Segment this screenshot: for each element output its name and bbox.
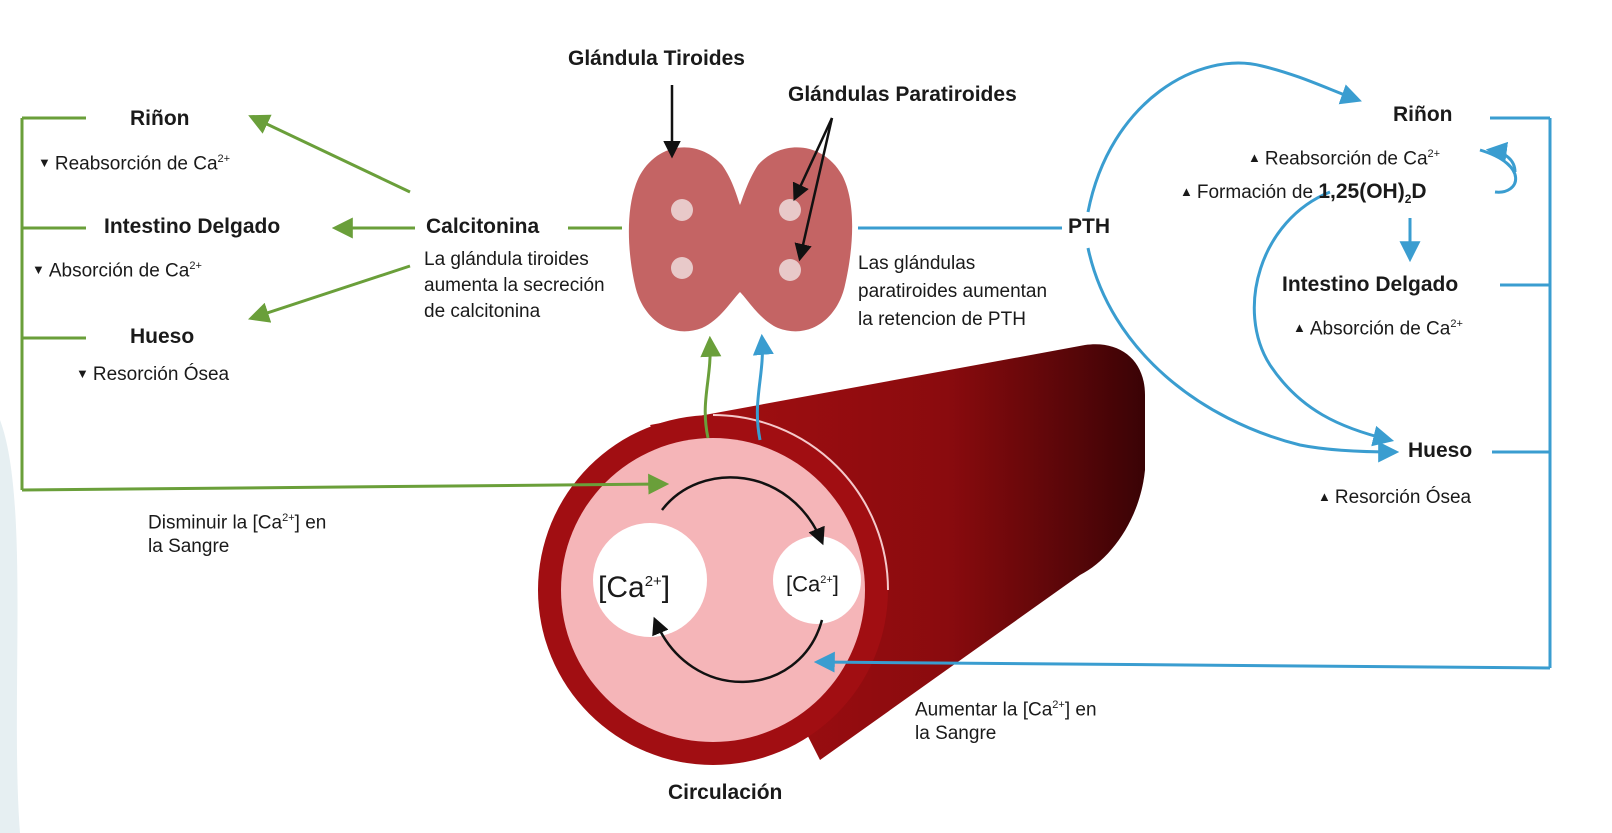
calcitonin-desc-1: La glándula tiroides bbox=[424, 246, 589, 273]
calcitonin-to-bone-arrow bbox=[252, 266, 410, 318]
circulation-label: Circulación bbox=[668, 780, 782, 806]
right-intestine-label: Intestino Delgado bbox=[1282, 272, 1458, 298]
parathyroid-dot bbox=[671, 257, 693, 279]
calcitonin-desc-3: de calcitonina bbox=[424, 298, 540, 325]
background-swoosh bbox=[0, 420, 20, 833]
decrease-arrow-icon: ▼ bbox=[38, 155, 51, 170]
increase-arrow-icon: ▲ bbox=[1248, 150, 1261, 165]
parathyroid-glands-label: Glándulas Paratiroides bbox=[788, 82, 1017, 108]
left-kidney-effect: ▼Reabsorción de Ca2+ bbox=[38, 146, 230, 178]
left-kidney-label: Riñon bbox=[130, 106, 189, 132]
ca-low-label: [Ca2+] bbox=[786, 567, 839, 597]
decrease-arrow-icon: ▼ bbox=[76, 366, 89, 381]
thyroid-gland-label: Glándula Tiroides bbox=[568, 46, 745, 72]
right-intestine-effect: ▲Absorción de Ca2+ bbox=[1293, 311, 1463, 343]
pth-label: PTH bbox=[1068, 214, 1110, 240]
pth-desc-3: la retencion de PTH bbox=[858, 306, 1026, 333]
left-intestine-label: Intestino Delgado bbox=[104, 214, 280, 240]
kidney-loop-line bbox=[1480, 150, 1516, 192]
decrease-ca-label-2: la Sangre bbox=[148, 533, 229, 560]
calcitonin-desc-2: aumenta la secreción bbox=[424, 272, 605, 299]
left-bone-effect: ▼Resorción Ósea bbox=[76, 361, 229, 389]
decrease-ca-arrow bbox=[22, 484, 665, 490]
pth-desc-1: Las glándulas bbox=[858, 250, 975, 277]
parathyroid-dot bbox=[779, 259, 801, 281]
calcitonin-label: Calcitonina bbox=[426, 214, 539, 240]
right-bone-label: Hueso bbox=[1408, 438, 1472, 464]
parathyroid-dot bbox=[671, 199, 693, 221]
left-bone-label: Hueso bbox=[130, 324, 194, 350]
increase-arrow-icon: ▲ bbox=[1293, 320, 1306, 335]
increase-ca-label-2: la Sangre bbox=[915, 720, 996, 747]
right-bone-effect: ▲Resorción Ósea bbox=[1318, 484, 1471, 512]
increase-arrow-icon: ▲ bbox=[1318, 489, 1331, 504]
decrease-arrow-icon: ▼ bbox=[32, 262, 45, 277]
increase-ca-label-1: Aumentar la [Ca2+] en bbox=[915, 692, 1097, 723]
decrease-ca-label-1: Disminuir la [Ca2+] en bbox=[148, 505, 326, 536]
left-intestine-effect: ▼Absorción de Ca2+ bbox=[32, 253, 202, 285]
parathyroid-dot bbox=[779, 199, 801, 221]
ca-high-label: [Ca2+] bbox=[598, 565, 670, 605]
pth-desc-2: paratiroides aumentan bbox=[858, 278, 1047, 305]
right-kidney-effect-2: ▲Formación de 1,25(OH)2D bbox=[1180, 178, 1427, 213]
calcitonin-to-kidney-arrow bbox=[252, 117, 410, 192]
right-kidney-label: Riñon bbox=[1393, 102, 1452, 128]
right-kidney-effect-1: ▲Reabsorción de Ca2+ bbox=[1248, 141, 1440, 173]
increase-arrow-icon: ▲ bbox=[1180, 184, 1193, 199]
